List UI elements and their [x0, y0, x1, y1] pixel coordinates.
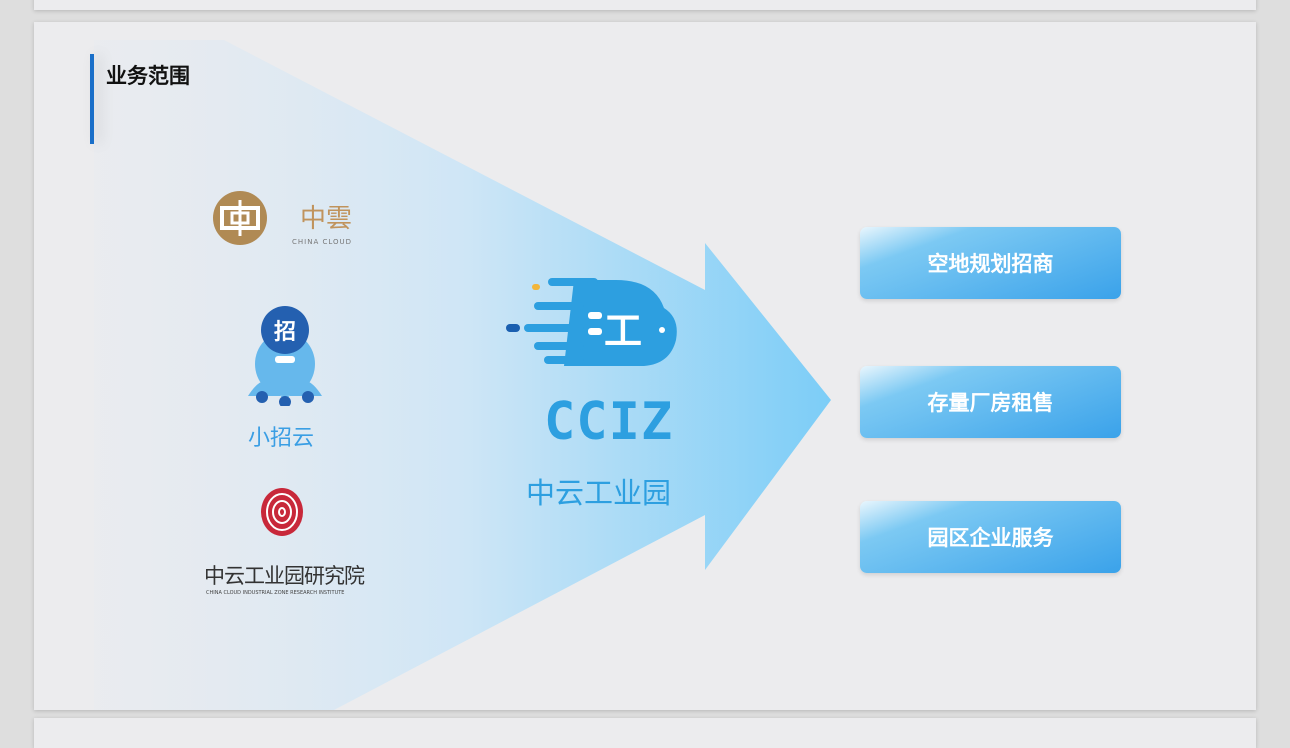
china-cloud-logo	[212, 190, 268, 250]
xiaozhaoyun-name: 小招云	[248, 426, 315, 451]
section-title: 业务范围	[106, 64, 190, 88]
cciz-cloud-glyph: 工	[604, 309, 643, 353]
previous-section-card	[34, 0, 1256, 10]
china-cloud-emblem-icon	[213, 191, 267, 245]
next-section-card	[34, 718, 1256, 748]
cciz-abbr: CCIZ	[544, 392, 674, 452]
xiaozhaoyun-mascot-icon	[248, 306, 322, 406]
service-button-enterprise-services[interactable]: 园区企业服务	[860, 501, 1121, 573]
service-button-land-planning[interactable]: 空地规划招商	[860, 227, 1121, 299]
flow-arrow	[94, 40, 831, 710]
cciz-cloud-icon	[506, 278, 677, 366]
cciz-name: 中云工业园	[526, 476, 672, 510]
business-scope-card: 业务范围 中雲 CHINA CLOUD 招 小招云 中云工业园研究院 CHINA…	[34, 22, 1256, 710]
title-accent-bar	[90, 54, 94, 144]
institute-en: CHINA CLOUD INDUSTRIAL ZONE RESEARCH INS…	[206, 590, 345, 596]
institute-fingerprint-icon	[261, 488, 303, 536]
institute-cn: 中云工业园研究院	[204, 564, 365, 588]
china-cloud-cn: 中雲	[300, 204, 353, 234]
xiaozhaoyun-badge: 招	[273, 320, 296, 345]
china-cloud-en: CHINA CLOUD	[292, 238, 353, 246]
service-button-factory-leasing[interactable]: 存量厂房租售	[860, 366, 1121, 438]
